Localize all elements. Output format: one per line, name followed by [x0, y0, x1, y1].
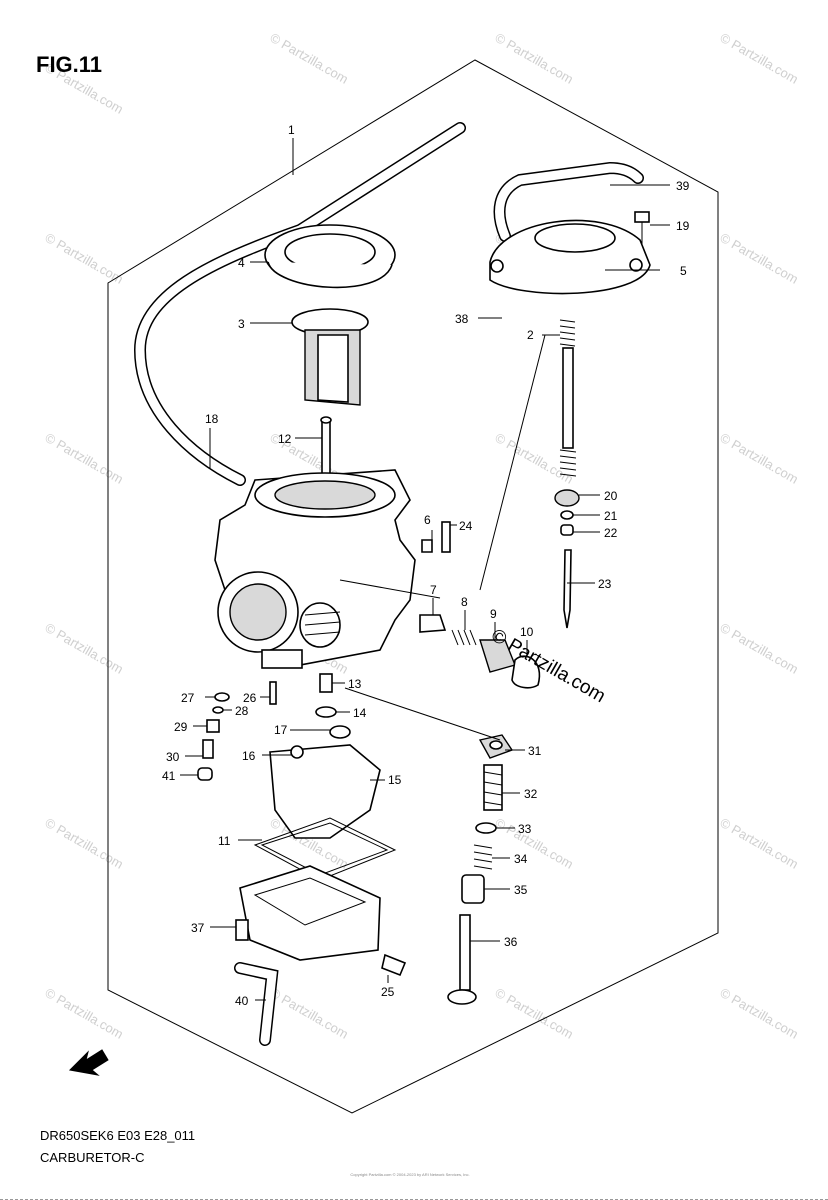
cap-41	[197, 767, 213, 781]
float-bowl	[239, 865, 381, 961]
callout-2: 2	[527, 328, 534, 342]
callout-1: 1	[288, 123, 295, 137]
gasket-11	[253, 817, 397, 881]
jet-needle	[563, 549, 572, 629]
callout-37: 37	[191, 921, 205, 935]
callout-28: 28	[235, 704, 249, 718]
e-ring	[560, 510, 574, 520]
spring-34	[473, 844, 493, 870]
callout-25: 25	[381, 985, 395, 999]
callout-21: 21	[604, 509, 618, 523]
o-ring-16	[290, 745, 304, 759]
callout-29: 29	[174, 720, 188, 734]
callout-33: 33	[518, 822, 532, 836]
screw-37	[235, 919, 249, 941]
carburetor-body	[214, 469, 416, 669]
callout-13: 13	[348, 677, 362, 691]
spring-seat	[554, 489, 580, 507]
copyright-notice: Copyright Partzilla.com © 2004-2023 by A…	[350, 1172, 470, 1177]
figure-title: FIG.11	[36, 52, 103, 77]
callout-39: 39	[676, 179, 690, 193]
callouts: 1 2 3 4 5 6 7 8 9 10 11 12 13 14 15 16 1…	[162, 123, 690, 1008]
screw-25	[381, 953, 407, 977]
screw-29	[206, 719, 220, 733]
callout-36: 36	[504, 935, 518, 949]
callout-23: 23	[598, 577, 612, 591]
callout-17: 17	[274, 723, 288, 737]
callout-20: 20	[604, 489, 618, 503]
callout-14: 14	[353, 706, 367, 720]
o-ring-17	[329, 725, 351, 739]
leader-lines	[180, 138, 670, 1001]
assembly-frame	[107, 59, 719, 1114]
collar-35	[461, 874, 485, 904]
spring-8	[451, 629, 477, 646]
plunger-7	[419, 614, 447, 633]
callout-35: 35	[514, 883, 528, 897]
callout-40: 40	[235, 994, 249, 1008]
callout-7: 7	[430, 583, 437, 597]
screw-19	[634, 211, 650, 223]
callout-24: 24	[459, 519, 473, 533]
screw-24	[441, 521, 451, 553]
callout-31: 31	[528, 744, 542, 758]
callout-12: 12	[278, 432, 292, 446]
callout-15: 15	[388, 773, 402, 787]
screw-32	[483, 764, 503, 811]
callout-4: 4	[238, 256, 245, 270]
callout-34: 34	[514, 852, 528, 866]
callout-10: 10	[520, 625, 534, 639]
ring-28	[212, 706, 224, 714]
jet-14	[315, 706, 337, 718]
callout-5: 5	[680, 264, 687, 278]
callout-3: 3	[238, 317, 245, 331]
fwd-arrow-icon	[68, 1049, 109, 1076]
jet-13	[319, 673, 333, 693]
callout-41: 41	[162, 769, 176, 783]
callout-22: 22	[604, 526, 618, 540]
diagram-subtitle: CARBURETOR-C	[40, 1150, 145, 1165]
callout-11: 11	[218, 834, 231, 848]
callout-18: 18	[205, 412, 219, 426]
callout-26: 26	[243, 691, 257, 705]
screw-30	[202, 739, 214, 759]
cap-10	[511, 655, 541, 689]
callout-30: 30	[166, 750, 180, 764]
callout-9: 9	[490, 607, 497, 621]
callout-16: 16	[242, 749, 256, 763]
callout-38: 38	[455, 312, 469, 326]
callout-19: 19	[676, 219, 690, 233]
screw-36	[459, 914, 471, 991]
pump-cover-15	[269, 744, 381, 839]
jet-26	[269, 681, 277, 705]
o-ring-33	[475, 822, 497, 834]
washer	[560, 524, 574, 536]
callout-32: 32	[524, 787, 538, 801]
callout-8: 8	[461, 595, 468, 609]
callout-6: 6	[424, 513, 431, 527]
model-code: DR650SEK6 E03 E28_011	[40, 1128, 196, 1143]
plug-27	[214, 692, 230, 702]
screw-6	[421, 539, 433, 553]
spring-2	[559, 319, 576, 347]
hose-18	[133, 122, 466, 486]
callout-27: 27	[181, 691, 195, 705]
